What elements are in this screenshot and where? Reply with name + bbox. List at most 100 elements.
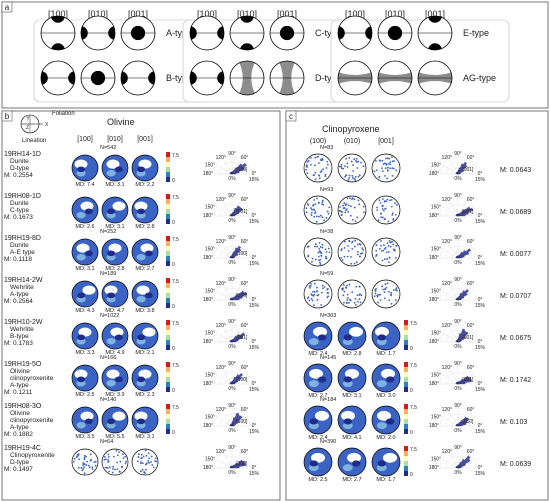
colorbar-max: 7.5	[410, 447, 417, 453]
contour-fill	[304, 406, 332, 434]
data-point	[346, 197, 349, 200]
contour-low	[142, 327, 156, 337]
rose-label-120: 120°	[442, 239, 452, 245]
pole-md-label: MD: 3.1	[342, 393, 361, 399]
rose-label-180: 180°	[429, 423, 439, 429]
data-point	[349, 299, 352, 302]
data-point	[83, 454, 86, 457]
clinopyroxene-pole-figure	[303, 279, 333, 309]
data-point	[379, 298, 382, 301]
rose-petal	[231, 162, 247, 175]
clinopyroxene-sample-row: N=93M: 0.0689	[320, 187, 531, 216]
data-point	[77, 466, 80, 469]
data-point	[82, 468, 85, 470]
colorbar-min: 0	[172, 346, 175, 352]
data-point	[73, 457, 76, 460]
colorbar-segment	[166, 372, 170, 377]
olivine-rose-diagram: 90°120°60°150°180°0°0%15%[001]	[203, 193, 260, 225]
pole-md-label: MD: 3.3	[75, 350, 94, 356]
data-point	[385, 251, 388, 254]
data-point	[319, 263, 322, 266]
rose-label-150: 150°	[205, 246, 215, 252]
data-point	[107, 456, 110, 458]
contour-low	[381, 368, 395, 379]
data-point	[343, 290, 346, 293]
panel-c-label: c	[289, 112, 293, 121]
data-point	[386, 282, 389, 285]
rose-petal	[457, 248, 472, 259]
data-point	[388, 299, 391, 302]
colorbar-max: 7.5	[172, 405, 179, 411]
data-point	[395, 287, 398, 289]
panel-c-label-box	[285, 110, 297, 122]
rose-petal	[457, 163, 464, 175]
data-point	[350, 205, 352, 208]
rose-label-0: 0°	[252, 465, 257, 471]
rose-spoke	[216, 206, 233, 217]
data-point	[354, 176, 357, 178]
pole-outline	[131, 238, 159, 266]
data-point	[384, 207, 387, 210]
data-point	[377, 293, 380, 296]
colorbar-segment	[166, 330, 170, 335]
data-point	[375, 249, 378, 252]
sample-m-index: M: 0.1211	[4, 389, 33, 396]
data-point	[321, 243, 324, 246]
data-point	[305, 168, 308, 171]
data-point	[326, 210, 329, 213]
pole-outline	[303, 279, 333, 309]
legend-z: Z	[26, 125, 29, 131]
rose-label-60: 60°	[241, 239, 249, 245]
clinopyroxene-pole-figure	[337, 279, 367, 309]
rose-petal	[231, 376, 236, 385]
pole-outline	[131, 154, 159, 182]
data-point	[342, 204, 344, 207]
data-point	[311, 299, 314, 302]
edge-maximum-top	[428, 16, 442, 23]
colorbar-segment	[166, 236, 170, 241]
olivine-axis-header: [100]	[77, 136, 93, 143]
data-point	[386, 258, 389, 260]
rose-label-120: 120°	[216, 197, 226, 203]
rose-label-60: 60°	[467, 449, 475, 455]
rose-spoke	[448, 158, 459, 175]
contour-fill	[338, 448, 366, 476]
data-point	[381, 216, 384, 219]
data-point	[314, 258, 317, 261]
pole-md-label: MD: 1.7	[376, 351, 395, 357]
contour-low	[134, 201, 148, 211]
data-point	[105, 458, 107, 461]
contour-low	[315, 410, 329, 421]
panel-a-label: a	[5, 3, 10, 12]
data-point	[309, 284, 312, 287]
contour-high	[377, 460, 386, 467]
axis-header: [100]	[197, 9, 217, 19]
data-point	[392, 167, 395, 170]
rose-spoke	[222, 326, 233, 343]
data-point	[389, 163, 392, 166]
data-point	[154, 457, 157, 460]
data-point	[379, 201, 382, 204]
rose-label-0: 0°	[478, 423, 483, 429]
data-point	[353, 177, 356, 180]
data-point	[359, 293, 362, 295]
rose-label-60: 60°	[241, 281, 249, 287]
rose-petal	[231, 462, 238, 469]
data-point	[391, 212, 394, 215]
data-point	[377, 301, 379, 304]
data-point	[390, 302, 393, 305]
data-point	[383, 200, 386, 203]
olivine-colorbar: 7.50	[166, 278, 179, 310]
data-point	[392, 218, 395, 220]
rose-label-120: 120°	[216, 365, 226, 371]
data-point	[138, 453, 140, 456]
sample-n: N=145	[320, 355, 336, 361]
rose-spoke	[216, 374, 233, 385]
axis-header: [010]	[385, 9, 405, 19]
sample-detail: clinopyroxenite	[10, 375, 54, 382]
data-point	[354, 297, 357, 300]
contour-low	[349, 326, 363, 337]
sample-m-index: M: 0.1783	[4, 340, 33, 347]
type-label: D-type	[315, 73, 342, 83]
contour-high	[137, 334, 146, 341]
